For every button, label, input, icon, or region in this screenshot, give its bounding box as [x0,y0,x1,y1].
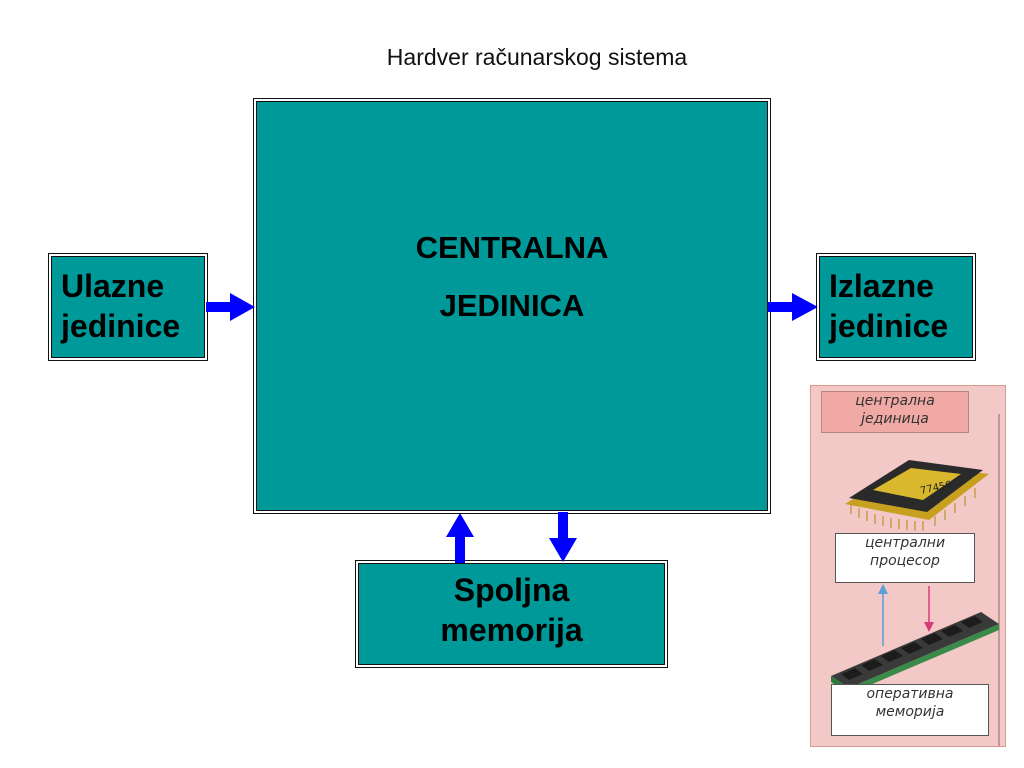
output-units-box: Izlazne jedinice [816,253,976,361]
output-units-label-line2: jedinice [829,308,949,344]
external-memory-label-line2: memorija [440,612,583,648]
input-units-box: Ulazne jedinice [48,253,208,361]
input-units-label-line1: Ulazne [61,268,165,304]
memory-to-cpu-arrow [446,513,474,563]
cpu-illustration-panel: централна јединица 77456 [810,385,1006,747]
processor-ram-arrows [878,584,934,646]
central-unit-box: CENTRALNA JEDINICA [253,98,771,514]
ram-module-icon [831,612,999,694]
output-units-label-line1: Izlazne [829,268,934,304]
external-memory-box: Spoljna memorija [355,560,668,668]
cpu-to-output-arrow [768,293,818,321]
processor-chip-icon: 77456 [845,460,989,531]
illustration-ram-line1: оперативна [866,686,954,702]
input-units-label: Ulazne jedinice [61,266,180,346]
illustration-processor-label: централни процесор [835,533,975,583]
illustration-processor-line2: процесор [870,553,940,569]
illustration-graphics: 77456 [831,414,1000,746]
input-units-label-line2: jedinice [61,308,181,344]
cpu-to-memory-arrow [549,512,577,562]
central-unit-label-line2: JEDINICA [439,288,585,323]
illustration-central-unit-line1: централна [855,393,935,409]
input-to-cpu-arrow [206,293,255,321]
external-memory-label-line1: Spoljna [453,572,570,608]
external-memory-label: Spoljna memorija [359,570,664,650]
illustration-processor-line1: централни [864,535,946,551]
illustration-ram-label: оперативна меморија [831,684,989,736]
illustration-central-unit-line2: јединица [861,411,929,427]
illustration-ram-line2: меморија [875,704,945,720]
diagram-title: Hardver računarskog sistema [386,44,688,70]
central-unit-label-line1: CENTRALNA [415,230,609,265]
illustration-central-unit-label: централна јединица [821,391,969,433]
output-units-label: Izlazne jedinice [829,266,948,346]
